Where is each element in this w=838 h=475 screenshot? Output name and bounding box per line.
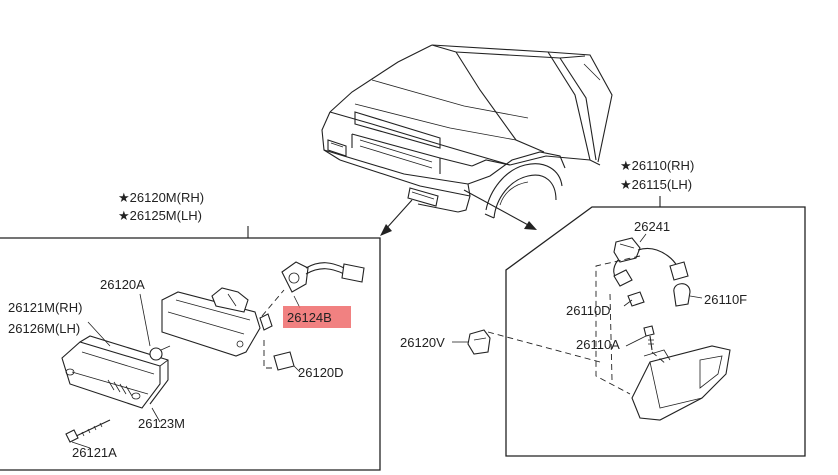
label-26110D: 26110D bbox=[566, 303, 611, 318]
label-26241: 26241 bbox=[634, 219, 670, 234]
right-assembly-box bbox=[505, 196, 806, 457]
label-26124B: 26124B bbox=[287, 310, 332, 325]
left-assembly-box bbox=[0, 226, 381, 471]
label-26121A: 26121A bbox=[72, 445, 117, 460]
label-right-group-rh: ★26110(RH) bbox=[620, 158, 694, 173]
label-26123M: 26123M bbox=[138, 416, 185, 431]
label-left-group-lh: ★26125M(LH) bbox=[118, 208, 202, 223]
label-26120A: 26120A bbox=[100, 277, 145, 292]
highlight-26124B bbox=[283, 306, 351, 328]
left-lamp-parts bbox=[61, 261, 365, 449]
label-26110A: 26110A bbox=[576, 337, 620, 352]
label-26120D: 26120D bbox=[298, 365, 344, 380]
label-right-group-lh: ★26115(LH) bbox=[620, 177, 692, 192]
label-26126M-lh: 26126M(LH) bbox=[8, 321, 80, 336]
label-26121M-rh: 26121M(RH) bbox=[8, 300, 82, 315]
label-26120V: 26120V bbox=[400, 335, 445, 350]
label-left-group-rh: ★26120M(RH) bbox=[118, 190, 204, 205]
label-26110F: 26110F bbox=[704, 292, 747, 307]
right-lamp-parts bbox=[452, 233, 731, 421]
car-outline-illustration bbox=[321, 44, 613, 236]
